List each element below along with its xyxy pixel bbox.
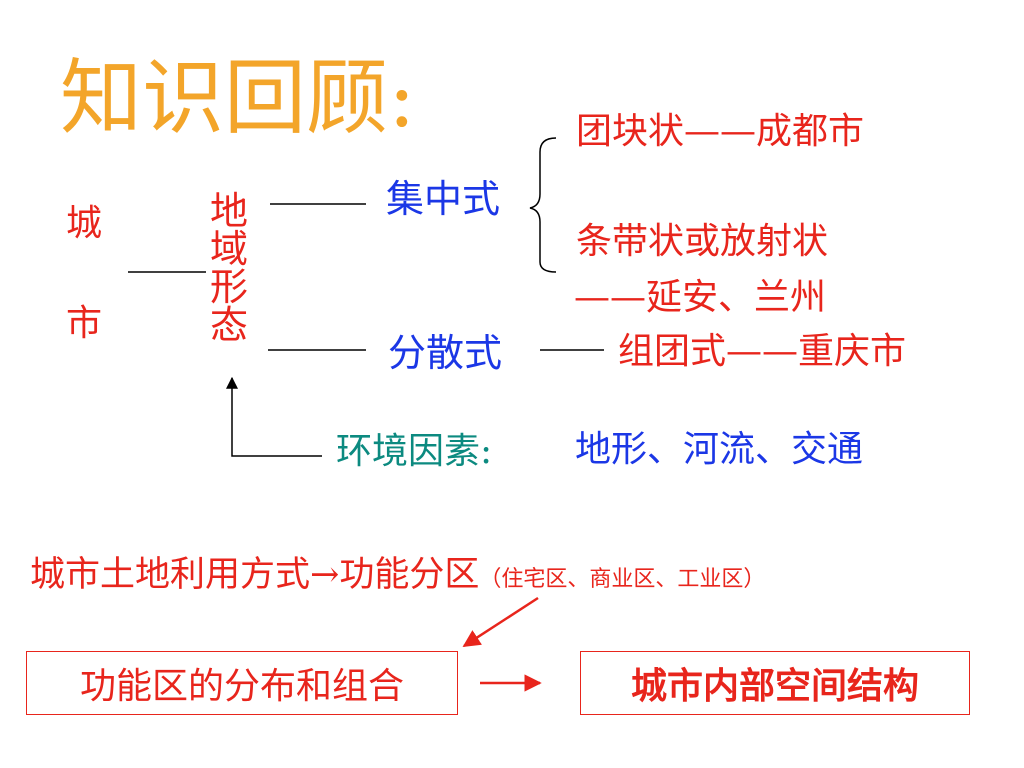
clump-type: 团块状——成都市 bbox=[576, 111, 865, 152]
environment-value: 地形、河流、交通 bbox=[575, 429, 864, 470]
concentrated-label: 集中式 bbox=[386, 177, 501, 221]
function-zone-text: 功能区的分布和组合 bbox=[79, 666, 404, 707]
city-char-2: 市 bbox=[66, 303, 103, 344]
function-zone-box: 功能区的分布和组合 bbox=[26, 651, 458, 715]
land-use-note: （住宅区、商业区、工业区） bbox=[479, 567, 766, 592]
land-use-text: 城市土地利用方式→功能分区 bbox=[30, 555, 480, 595]
urban-form-label: 地域形态 bbox=[210, 189, 249, 347]
land-use-line: 城市土地利用方式→功能分区（住宅区、商业区、工业区） bbox=[30, 558, 765, 593]
page-title: 知识回顾: bbox=[60, 51, 416, 146]
strip-type-line1: 条带状或放射状 bbox=[576, 221, 829, 262]
arrow-red-diagonal bbox=[462, 596, 539, 648]
brace-concentrated bbox=[529, 137, 557, 273]
dispersed-label: 分散式 bbox=[388, 331, 503, 375]
environment-label: 环境因素: bbox=[336, 431, 493, 472]
strip-type-line2: ——延安、兰州 bbox=[574, 277, 827, 318]
internal-structure-text: 城市内部空间结构 bbox=[630, 665, 919, 707]
internal-structure-box: 城市内部空间结构 bbox=[580, 651, 970, 715]
city-char-1: 城 bbox=[66, 203, 103, 244]
arrow-environment-to-form bbox=[226, 376, 322, 457]
group-type: 组团式——重庆市 bbox=[618, 331, 907, 372]
